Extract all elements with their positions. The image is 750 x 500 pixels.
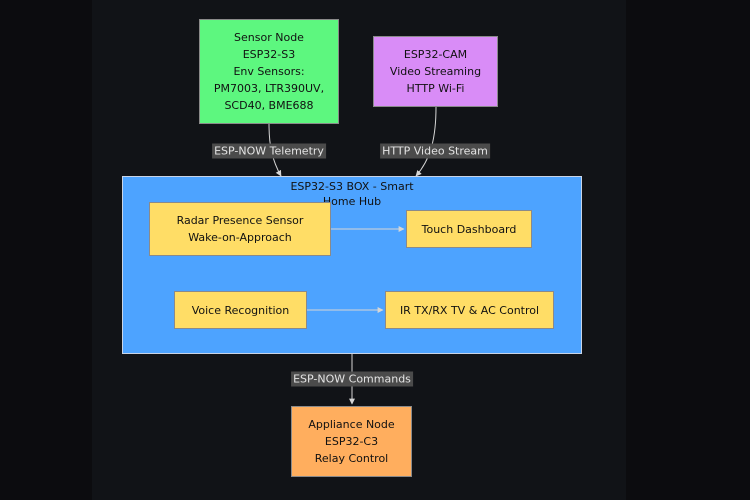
voice-recognition-label: Voice Recognition (191, 303, 290, 317)
appliance-node-line: Appliance Node (308, 418, 395, 431)
touch-dashboard-node: Touch Dashboard (406, 210, 532, 248)
ir-control-node: IR TX/RX TV & AC Control (385, 291, 554, 329)
sensor-node-line: ESP32-S3 (242, 48, 296, 61)
radar-node-line: Radar Presence Sensor (176, 214, 304, 227)
sensor-node-line: PM7003, LTR390UV, (213, 82, 325, 95)
sensor-node: Sensor Node ESP32-S3 Env Sensors: PM7003… (199, 19, 339, 124)
edge-label-hub-to-appliance: ESP-NOW Commands (291, 371, 413, 387)
esp32-cam-line: HTTP Wi-Fi (406, 82, 465, 95)
touch-dashboard-label: Touch Dashboard (421, 222, 517, 236)
edge-label-sensor-to-hub: ESP-NOW Telemetry (212, 143, 326, 159)
esp32-cam-line: Video Streaming (389, 65, 482, 78)
esp32-cam-node: ESP32-CAM Video Streaming HTTP Wi-Fi (373, 36, 498, 107)
ir-control-label: IR TX/RX TV & AC Control (399, 303, 540, 317)
edge-cam-to-hub (415, 106, 437, 177)
hub-title: ESP32-S3 BOX - Smart Home Hub (123, 179, 581, 209)
sensor-node-line: Env Sensors: (233, 65, 305, 78)
esp32-cam-line: ESP32-CAM (403, 48, 468, 61)
radar-node-line: Wake-on-Approach (188, 231, 292, 244)
appliance-node-line: ESP32-C3 (324, 435, 379, 448)
appliance-node-line: Relay Control (314, 452, 389, 465)
radar-node: Radar Presence Sensor Wake-on-Approach (149, 202, 331, 256)
sensor-node-line: SCD40, BME688 (224, 99, 314, 112)
edge-label-cam-to-hub: HTTP Video Stream (380, 143, 490, 159)
voice-recognition-node: Voice Recognition (174, 291, 307, 329)
hub-title-line: ESP32-S3 BOX - Smart (290, 180, 414, 193)
hub-title-line: Home Hub (322, 195, 382, 208)
appliance-node: Appliance Node ESP32-C3 Relay Control (291, 406, 412, 477)
sensor-node-line: Sensor Node (234, 31, 304, 44)
